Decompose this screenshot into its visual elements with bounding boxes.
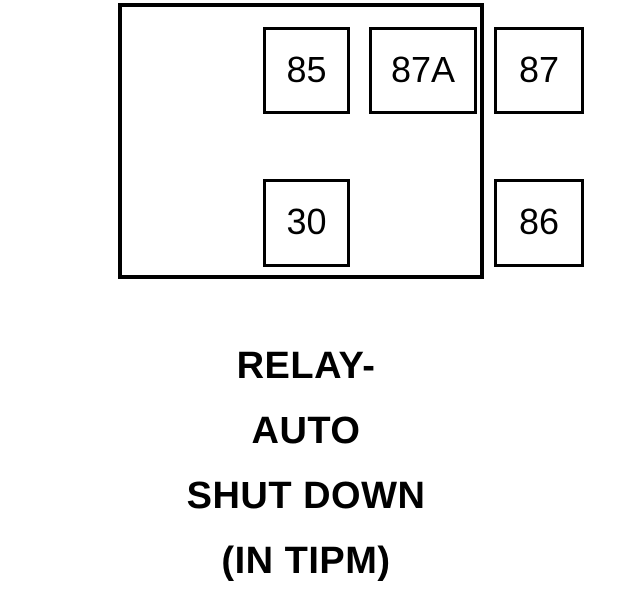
relay-pin-87a-label: 87A: [390, 48, 456, 90]
relay-body-outline: 85 87A 87 30 86: [118, 3, 584, 279]
relay-pin-87: 87: [494, 27, 584, 114]
relay-pin-87-label: 87: [518, 48, 560, 90]
relay-pin-87a: 87A: [369, 27, 477, 114]
caption-line-2: AUTO: [251, 410, 361, 452]
relay-pin-85-label: 85: [286, 48, 327, 90]
relay-pin-85: 85: [263, 27, 350, 114]
caption-line-1: RELAY-: [236, 345, 376, 387]
caption-line-4: (IN TIPM): [221, 540, 391, 582]
caption-line-3: SHUT DOWN: [186, 475, 426, 517]
relay-pin-86: 86: [494, 179, 584, 267]
relay-pin-30-label: 30: [286, 201, 327, 242]
relay-caption: RELAY- AUTO SHUT DOWN (IN TIPM): [0, 334, 612, 594]
relay-pin-86-label: 86: [518, 201, 560, 242]
relay-pin-30: 30: [263, 179, 350, 267]
